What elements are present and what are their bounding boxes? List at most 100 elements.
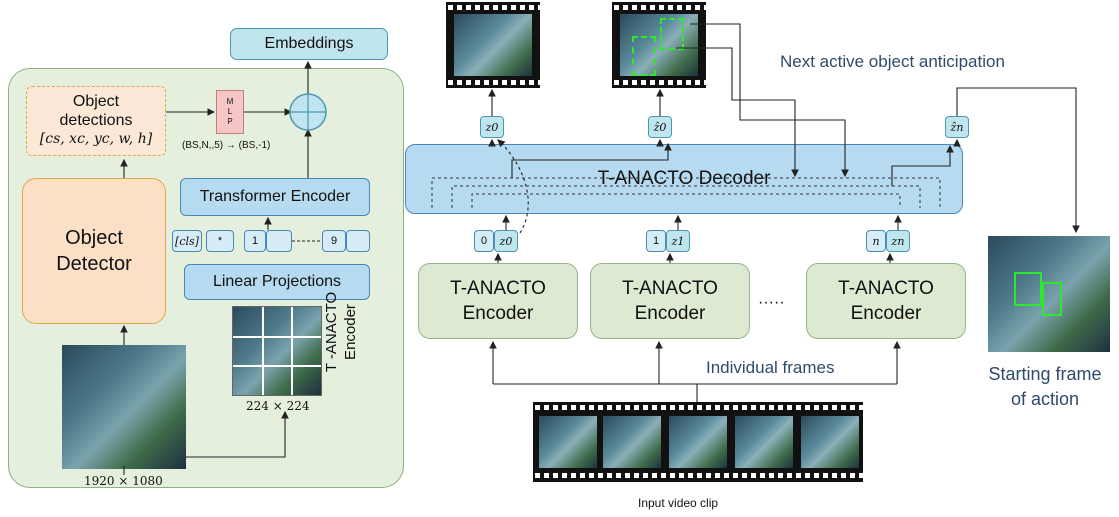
token-9-label: 9	[330, 235, 338, 247]
encoder-3-label-1: T-ANACTO	[838, 278, 934, 299]
input-clip-label: Input video clip	[638, 496, 719, 510]
filmstrip-bottom-sprockets	[533, 472, 863, 479]
clip-frame-1	[539, 416, 597, 468]
output-frame-z0-image	[454, 14, 532, 76]
mlp-letter-m: M	[226, 97, 234, 106]
mlp-box: M L P	[216, 90, 244, 134]
token-9-vector	[346, 230, 370, 252]
decoder-box: T-ANACTO Decoder	[405, 144, 963, 214]
attention-line-outer	[431, 177, 941, 208]
mlp-letter-l: L	[227, 107, 233, 116]
token-1: 1	[244, 230, 266, 252]
token-9: 9	[322, 230, 346, 252]
input-frame-image	[62, 345, 186, 469]
starting-frame-image	[988, 236, 1110, 352]
embeddings-label: Embeddings	[264, 35, 354, 52]
encoder-2-label-2: Encoder	[634, 303, 706, 324]
patch-grid-line-v2	[291, 307, 293, 395]
object-detector-label-2: Detector	[56, 253, 132, 275]
input-pos-1: 1	[646, 230, 666, 252]
clip-frame-2	[603, 416, 661, 468]
embeddings-box: Embeddings	[230, 28, 388, 60]
encoder-3-label-2: Encoder	[850, 303, 922, 324]
starting-frame-caption-1: Starting frame	[988, 364, 1102, 384]
linear-projections-label: Linear Projections	[212, 273, 342, 290]
output-frame-z0-top-sprockets	[446, 4, 540, 11]
starting-bbox-1	[1014, 272, 1042, 306]
object-detector-label-1: Object	[65, 227, 123, 249]
transformer-encoder-box: Transformer Encoder	[180, 178, 370, 216]
object-detections-tuple: [cs, xc, yc, w, h]	[39, 131, 153, 147]
patch-grid-line-h1	[233, 336, 321, 338]
encoder-2-label-1: T-ANACTO	[622, 278, 718, 299]
input-pos-0-label: 0	[480, 235, 488, 247]
transformer-encoder-label: Transformer Encoder	[199, 188, 351, 205]
token-cls-label: [cls]	[175, 234, 199, 248]
patch-grid-line-v1	[262, 307, 264, 395]
clip-frame-3	[669, 416, 727, 468]
next-active-label: Next active object anticipation	[780, 52, 1005, 71]
input-pos-n: n	[866, 230, 886, 252]
input-z0: z0	[494, 230, 518, 252]
output-frame-z0-hat-bottom-sprockets	[612, 79, 706, 86]
output-frame-z0-hat-top-sprockets	[612, 4, 706, 11]
mlp-shape-label: (BS,N,,5) → (BS,-1)	[182, 140, 271, 151]
output-frame-z0-hat	[612, 2, 706, 88]
attention-line-inner	[471, 193, 901, 208]
sum-circle	[289, 93, 327, 131]
input-zn: zn	[886, 230, 910, 252]
frame-size-label: 1920 × 1080	[84, 474, 163, 488]
znhat-to-starting-frame-arrow	[956, 87, 1080, 234]
token-1-label: 1	[251, 235, 259, 247]
starting-bbox-2	[1042, 282, 1062, 316]
input-clip-filmstrip	[533, 402, 863, 482]
bbox-line-1	[676, 47, 799, 178]
patch-grid-image	[232, 306, 322, 396]
clip-frame-4	[735, 416, 793, 468]
encoder-1-label-1: T-ANACTO	[450, 278, 546, 299]
dashed-bbox-2	[660, 18, 684, 50]
mlp-letter-p: P	[227, 117, 233, 126]
output-frame-z0	[446, 2, 540, 88]
decoder-internal-to-z0hat	[511, 142, 672, 178]
input-z0-label: z0	[499, 234, 513, 248]
input-z1: z1	[666, 230, 690, 252]
object-detector-box: Object Detector	[22, 178, 166, 324]
token-1-vector	[266, 230, 292, 252]
input-pos-1-label: 1	[652, 235, 660, 247]
z0-output-label: z0	[485, 120, 499, 134]
linear-projections-box: Linear Projections	[184, 264, 370, 300]
z0-hat-output-label: ẑ0	[653, 120, 667, 134]
input-z1-label: z1	[671, 234, 685, 248]
patch-grid-line-h2	[233, 365, 321, 367]
input-pos-n-label: n	[872, 234, 880, 248]
starting-frame-caption-2: of action	[1010, 389, 1080, 409]
zn-hat-output-token: ẑn	[945, 116, 969, 138]
encoder-box-2: T-ANACTO Encoder	[590, 263, 750, 339]
z0-output-token: z0	[480, 116, 504, 138]
decoder-internal-to-znhat	[891, 144, 954, 186]
object-detections-box: Object detections [cs, xc, yc, w, h]	[26, 86, 166, 156]
dashed-bbox-1	[632, 36, 656, 76]
clip-frame-5	[801, 416, 859, 468]
input-pos-0: 0	[474, 230, 494, 252]
encoder-box-1: T-ANACTO Encoder	[418, 263, 578, 339]
z0-hat-output-token: ẑ0	[648, 116, 672, 138]
object-detections-title-1: Object	[72, 93, 120, 110]
starting-frame-caption: Starting frame of action	[972, 362, 1118, 412]
token-star: *	[206, 230, 234, 252]
object-detections-title-2: detections	[59, 112, 133, 129]
filmstrip-top-sprockets	[533, 404, 863, 411]
attention-line-mid	[451, 185, 921, 208]
encoder-box-3: T-ANACTO Encoder	[806, 263, 966, 339]
individual-frames-label: Individual frames	[706, 358, 835, 377]
frame-to-patch-arrow	[186, 410, 289, 458]
token-star-label: *	[217, 235, 223, 247]
token-cls: [cls]	[172, 230, 202, 252]
input-zn-label: zn	[891, 234, 905, 248]
bbox-line-2	[690, 23, 849, 178]
zn-hat-output-label: ẑn	[950, 120, 964, 134]
encoders-ellipsis: ·····	[758, 294, 785, 311]
encoder-1-label-2: Encoder	[462, 303, 534, 324]
